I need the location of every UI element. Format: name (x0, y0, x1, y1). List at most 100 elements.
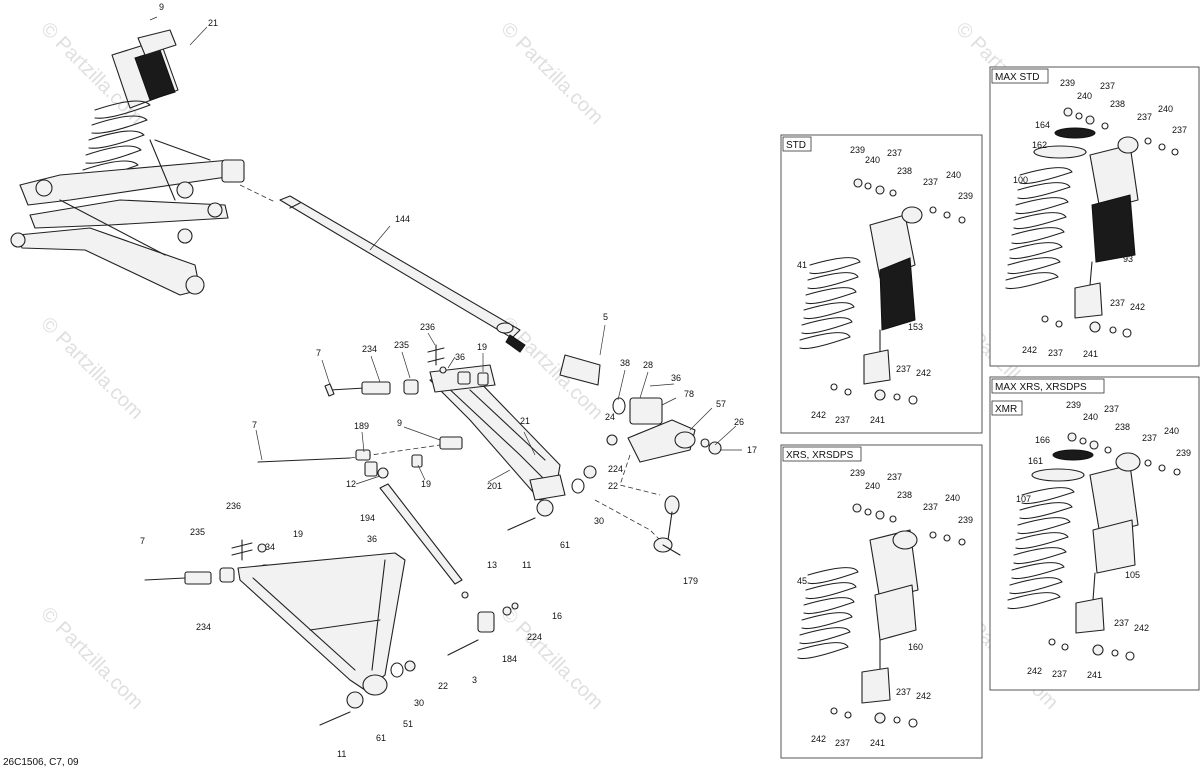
callout: 30 (414, 698, 424, 708)
callout: 240 (946, 170, 961, 180)
callout: 22 (438, 681, 448, 691)
link-part-179 (653, 495, 681, 556)
main-callouts: 9 21 144 236 5 7 234 235 36 19 38 28 36 … (140, 2, 757, 759)
callout: 240 (1077, 91, 1092, 101)
callout: 105 (1125, 570, 1140, 580)
callout: 16 (552, 611, 562, 621)
callout: 36 (455, 352, 465, 362)
callout: 236 (420, 322, 435, 332)
callout: 224 (608, 464, 623, 474)
panel-title: MAX STD (995, 72, 1039, 83)
callout: 3 (472, 675, 477, 685)
callout: 239 (1176, 448, 1191, 458)
callout: 7 (252, 420, 257, 430)
callout: 241 (1083, 349, 1098, 359)
callout: 237 (1142, 433, 1157, 443)
watermark: © Partzilla.com (36, 603, 147, 714)
callout: 238 (897, 490, 912, 500)
callout: 107 (1016, 494, 1031, 504)
callout: 242 (916, 368, 931, 378)
callout: 61 (376, 733, 386, 743)
callout: 28 (643, 360, 653, 370)
callout: 21 (208, 18, 218, 28)
callout: 237 (1048, 348, 1063, 358)
callout: 34 (265, 542, 275, 552)
callout: 30 (594, 516, 604, 526)
rod-part-194 (379, 483, 463, 585)
callout: 162 (1032, 140, 1047, 150)
callout: 164 (1035, 120, 1050, 130)
callout: 238 (897, 166, 912, 176)
callout: 17 (747, 445, 757, 455)
lower-arm-assembly (144, 539, 519, 726)
callout: 235 (190, 527, 205, 537)
callout: 201 (487, 481, 502, 491)
main-leader-lines (149, 16, 742, 485)
callout: 235 (394, 340, 409, 350)
panel-title: XRS, XRSDPS (786, 450, 854, 461)
callout: 237 (923, 177, 938, 187)
callout: 242 (1027, 666, 1042, 676)
callout: 189 (354, 421, 369, 431)
callout: 241 (1087, 670, 1102, 680)
callout: 237 (887, 148, 902, 158)
callout: 242 (916, 691, 931, 701)
callout: 38 (620, 358, 630, 368)
callout: 239 (1066, 400, 1081, 410)
callout: 78 (684, 389, 694, 399)
callout: 237 (835, 415, 850, 425)
callout: 242 (1134, 623, 1149, 633)
callout: 239 (958, 515, 973, 525)
callout: 237 (1100, 81, 1115, 91)
callout: 12 (346, 479, 356, 489)
callout: 22 (608, 481, 618, 491)
callout: 9 (397, 418, 402, 428)
callout: 242 (1022, 345, 1037, 355)
bracket-part-78-57 (536, 397, 722, 546)
callout: 241 (870, 738, 885, 748)
callout: 240 (945, 493, 960, 503)
watermark: © Partzilla.com (496, 18, 607, 129)
callout: 239 (850, 468, 865, 478)
callout: 11 (337, 749, 346, 759)
callout: 93 (1123, 254, 1133, 264)
callout: 36 (671, 373, 681, 383)
watermark: © Partzilla.com (36, 313, 147, 424)
callout: 61 (560, 540, 570, 550)
shaft-part-144 (279, 195, 526, 353)
bolt-and-bushing-set-upper (329, 344, 489, 395)
panel-std: STD 239 240 237 238 237 240 239 41 (780, 134, 983, 434)
callout: 51 (403, 719, 413, 729)
panel-title: MAX XRS, XRSDPS (995, 382, 1087, 393)
callout: 237 (923, 502, 938, 512)
callout: 224 (527, 632, 542, 642)
callout: 237 (1114, 618, 1129, 628)
diagram-reference-code: 26C1506, C7, 09 (3, 757, 79, 768)
callout: 234 (362, 344, 377, 354)
callout: 241 (870, 415, 885, 425)
callout: 57 (716, 399, 726, 409)
callout: 5 (603, 312, 608, 322)
callout: 19 (421, 479, 431, 489)
bolt-and-link-mid (257, 436, 463, 479)
callout: 100 (1013, 175, 1028, 185)
callout: 13 (487, 560, 497, 570)
callout: 237 (1172, 125, 1187, 135)
callout: 41 (797, 260, 807, 270)
callout: 160 (908, 642, 923, 652)
callout: 239 (1060, 78, 1075, 88)
callout: 237 (896, 687, 911, 697)
callout: 242 (811, 410, 826, 420)
panel-xrs: XRS, XRSDPS 239 240 237 238 237 240 239 … (780, 444, 983, 759)
callout: 240 (1083, 412, 1098, 422)
callout: 238 (1115, 422, 1130, 432)
callout: 237 (1052, 669, 1067, 679)
rear-suspension-assembly-illustration (10, 29, 245, 296)
callout: 19 (293, 529, 303, 539)
callout: 242 (1130, 302, 1145, 312)
callout: 7 (316, 348, 321, 358)
callout: 239 (958, 191, 973, 201)
callout: 239 (850, 145, 865, 155)
callout: 194 (360, 513, 375, 523)
